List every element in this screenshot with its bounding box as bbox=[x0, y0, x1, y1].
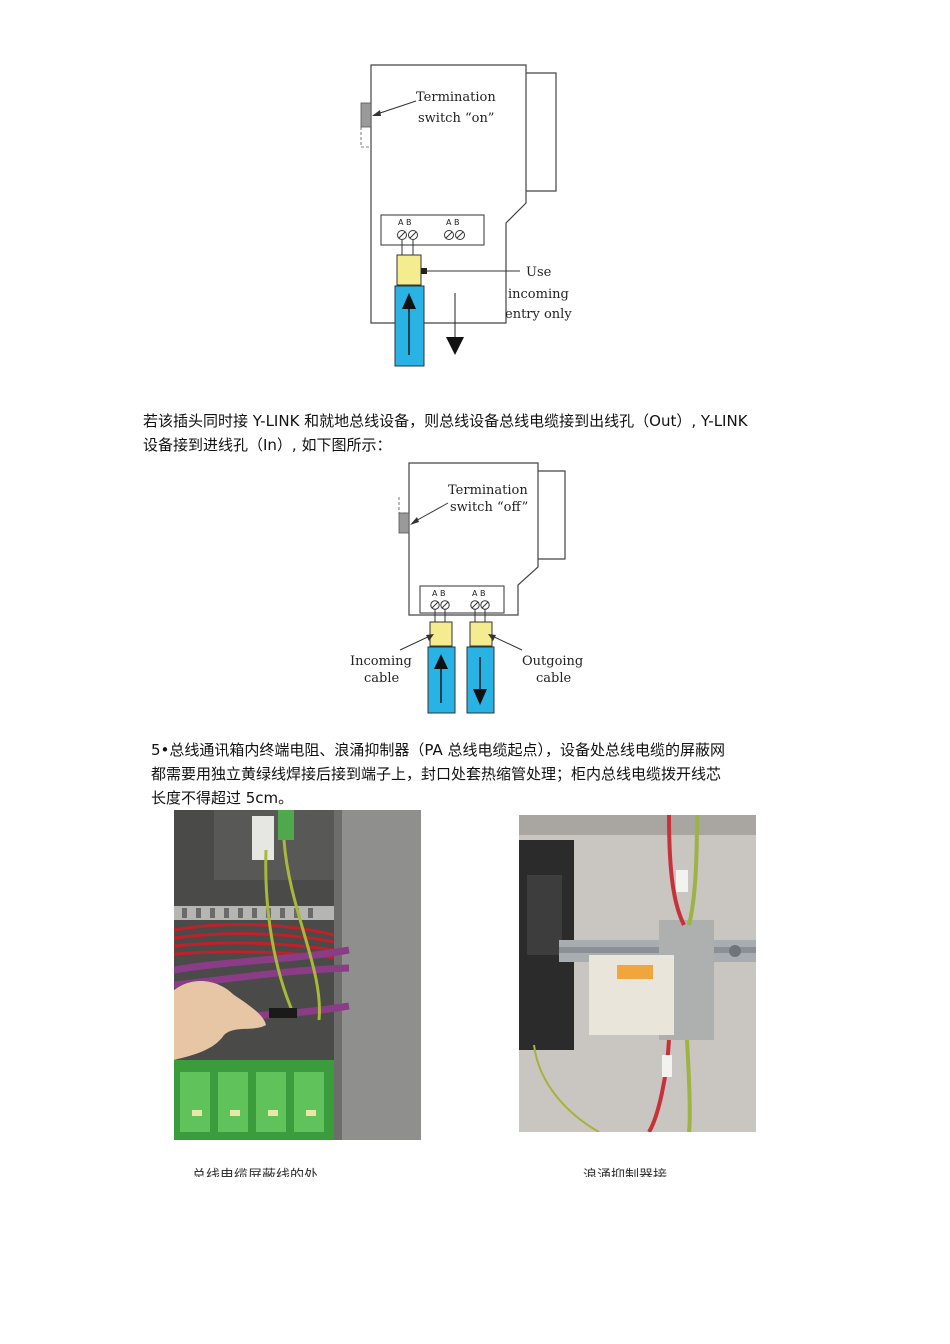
incoming-leader-arrowhead bbox=[426, 634, 434, 641]
termination-on-diagram: Termination switch “on” A B A B Use inco… bbox=[360, 64, 572, 367]
incoming-label-line1: Incoming bbox=[350, 654, 412, 669]
terminal-ab-left: A B bbox=[398, 218, 412, 227]
outgoing-leader-line bbox=[489, 634, 523, 651]
switch-dashed-outline bbox=[360, 127, 371, 148]
termination-switch-on bbox=[360, 102, 372, 128]
switch-label-line1: Termination bbox=[448, 483, 528, 498]
switch-leader-arrowhead bbox=[372, 110, 381, 116]
terminal-ab-left: A B bbox=[432, 589, 446, 598]
connector-right-tab bbox=[538, 470, 566, 560]
paragraph-y-link-line1: 若该插头同时接 Y-LINK 和就地总线设备，则总线设备总线电缆接到出线孔（Ou… bbox=[143, 412, 748, 430]
cabinet-panel bbox=[334, 810, 421, 1140]
cable-marker bbox=[662, 1055, 672, 1077]
paragraph-y-link-line2: 设备接到进线孔（In）, 如下图所示： bbox=[143, 436, 392, 454]
terminal-white bbox=[252, 816, 274, 860]
connector-body-outline bbox=[408, 462, 539, 616]
incoming-sleeve-yellow bbox=[429, 621, 453, 647]
terminal-screws-left bbox=[397, 230, 418, 240]
heat-shrink-tube bbox=[269, 1008, 297, 1018]
connector-body-outline bbox=[370, 64, 527, 324]
terminal-screws-right bbox=[444, 230, 465, 240]
caption-left: 总线电缆屏蔽线的处 bbox=[192, 1168, 318, 1177]
terminal-screws-left bbox=[430, 600, 450, 610]
terminal-block bbox=[380, 214, 485, 246]
entry-label-line3: entry only bbox=[505, 307, 572, 322]
switch-label-line2: switch “off” bbox=[450, 500, 528, 515]
leader-anchor bbox=[421, 268, 427, 274]
cable-marker bbox=[676, 870, 688, 892]
terminal-ab-right: A B bbox=[446, 218, 460, 227]
incoming-cable-arrowhead bbox=[402, 293, 416, 309]
entry-label-line2: incoming bbox=[508, 287, 569, 302]
hand bbox=[174, 980, 266, 1060]
switch-label-line1: Termination bbox=[416, 90, 496, 105]
incoming-label-line2: cable bbox=[364, 671, 400, 686]
green-cable-top bbox=[687, 815, 699, 926]
paragraph-shield-line2: 都需要用独立黄绿线焊接后接到端子上，封口处套热缩管处理；柜内总线电缆拨开线芯 bbox=[151, 765, 722, 783]
ground-wire bbox=[533, 1044, 600, 1132]
paragraph-y-link: 若该插头同时接 Y-LINK 和就地总线设备，则总线设备总线电缆接到出线孔（Ou… bbox=[143, 409, 823, 457]
terminal-green-top bbox=[278, 810, 294, 840]
terminal-ab-right: A B bbox=[472, 589, 486, 598]
outgoing-arrowhead bbox=[446, 337, 464, 355]
terminal-block bbox=[419, 585, 505, 614]
entry-label-line1: Use bbox=[526, 265, 552, 280]
outgoing-leader-arrowhead bbox=[488, 634, 496, 641]
termination-switch-off bbox=[398, 512, 410, 534]
cable-sleeve-yellow bbox=[396, 254, 422, 286]
outgoing-sleeve-yellow bbox=[469, 621, 493, 647]
paragraph-shield-grounding: 5•总线通讯箱内终端电阻、浪涌抑制器（PA 总线电缆起点），设备处总线电缆的屏蔽… bbox=[151, 738, 831, 810]
incoming-arrowhead bbox=[434, 654, 448, 669]
red-cable-bottom bbox=[647, 1039, 671, 1132]
yellow-green-wires bbox=[264, 839, 321, 1021]
outgoing-label-line1: Outgoing bbox=[522, 654, 583, 669]
photo-surge-protector-wiring bbox=[519, 815, 756, 1132]
paragraph-shield-line1: 5•总线通讯箱内终端电阻、浪涌抑制器（PA 总线电缆起点），设备处总线电缆的屏蔽… bbox=[151, 741, 726, 759]
photo-cable-shield-wiring bbox=[174, 810, 421, 1140]
green-cable-bottom bbox=[685, 1039, 692, 1132]
paragraph-shield-line3: 长度不得超过 5cm。 bbox=[151, 789, 294, 807]
termination-off-diagram: Termination switch “off” A B A B Incomin… bbox=[350, 462, 583, 714]
caption-right: 浪涌抑制器接 bbox=[583, 1168, 667, 1177]
red-cable-top bbox=[667, 815, 686, 926]
switch-dashed-outline bbox=[398, 497, 409, 514]
switch-leader-line bbox=[373, 100, 417, 116]
outgoing-label-line2: cable bbox=[536, 671, 572, 686]
switch-leader-arrowhead bbox=[410, 517, 419, 525]
incoming-leader-line bbox=[399, 634, 433, 651]
outgoing-arrowhead bbox=[473, 689, 487, 705]
surge-indicator bbox=[617, 965, 653, 979]
switch-label-line2: switch “on” bbox=[418, 111, 494, 126]
terminal-screws-right bbox=[470, 600, 490, 610]
connector-right-tab bbox=[526, 72, 557, 192]
